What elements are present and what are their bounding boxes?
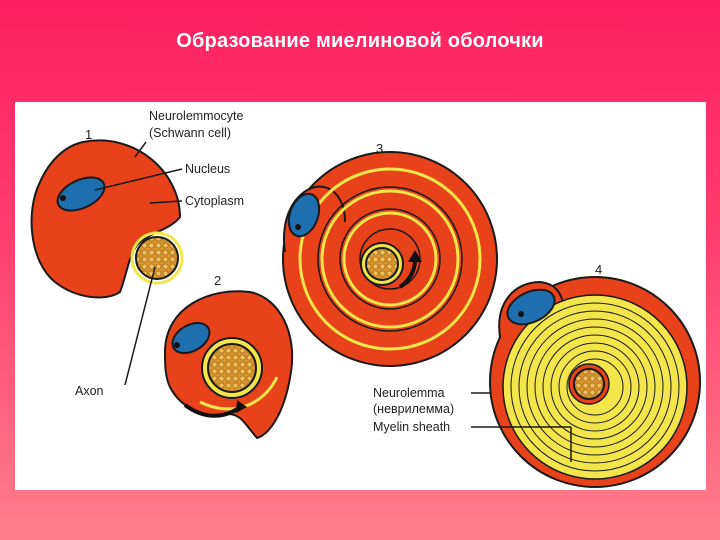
stage-number-4: 4 <box>595 262 602 277</box>
rotation-arrow-3 <box>398 259 417 289</box>
nucleus-1 <box>56 176 106 212</box>
label-schwann-cell: (Schwann cell) <box>149 126 231 140</box>
label-myelin-sheath: Myelin sheath <box>373 420 450 434</box>
leader-lines <box>94 141 572 462</box>
axon-4 <box>573 368 605 400</box>
stage-1 <box>30 139 184 299</box>
stage-number-3: 3 <box>376 141 383 156</box>
axon-1 <box>135 236 179 280</box>
stage-number-1: 1 <box>85 127 92 142</box>
axon-3 <box>365 247 399 281</box>
rotation-arrow-2 <box>183 403 242 418</box>
stage-2 <box>163 290 294 440</box>
schwann-cell-1 <box>30 139 182 299</box>
stage-4 <box>489 276 701 488</box>
stage-3 <box>282 151 498 367</box>
slide-title: Образование миелиновой оболочки <box>176 30 544 52</box>
label-cytoplasm: Cytoplasm <box>185 194 244 208</box>
label-nucleus: Nucleus <box>185 162 230 176</box>
label-neurolemma: Neurolemma <box>373 386 445 400</box>
label-axon: Axon <box>75 384 104 398</box>
nucleus-2 <box>171 321 211 355</box>
label-neurilemma-ru: (неврилемма) <box>373 402 454 416</box>
myelination-figure: 1 2 3 4 Neurolemmocyte (Schwann cell) Nu… <box>15 102 706 490</box>
stage-number-2: 2 <box>214 273 221 288</box>
axon-2 <box>207 343 257 393</box>
label-neurolemmocyte: Neurolemmocyte <box>149 109 244 123</box>
